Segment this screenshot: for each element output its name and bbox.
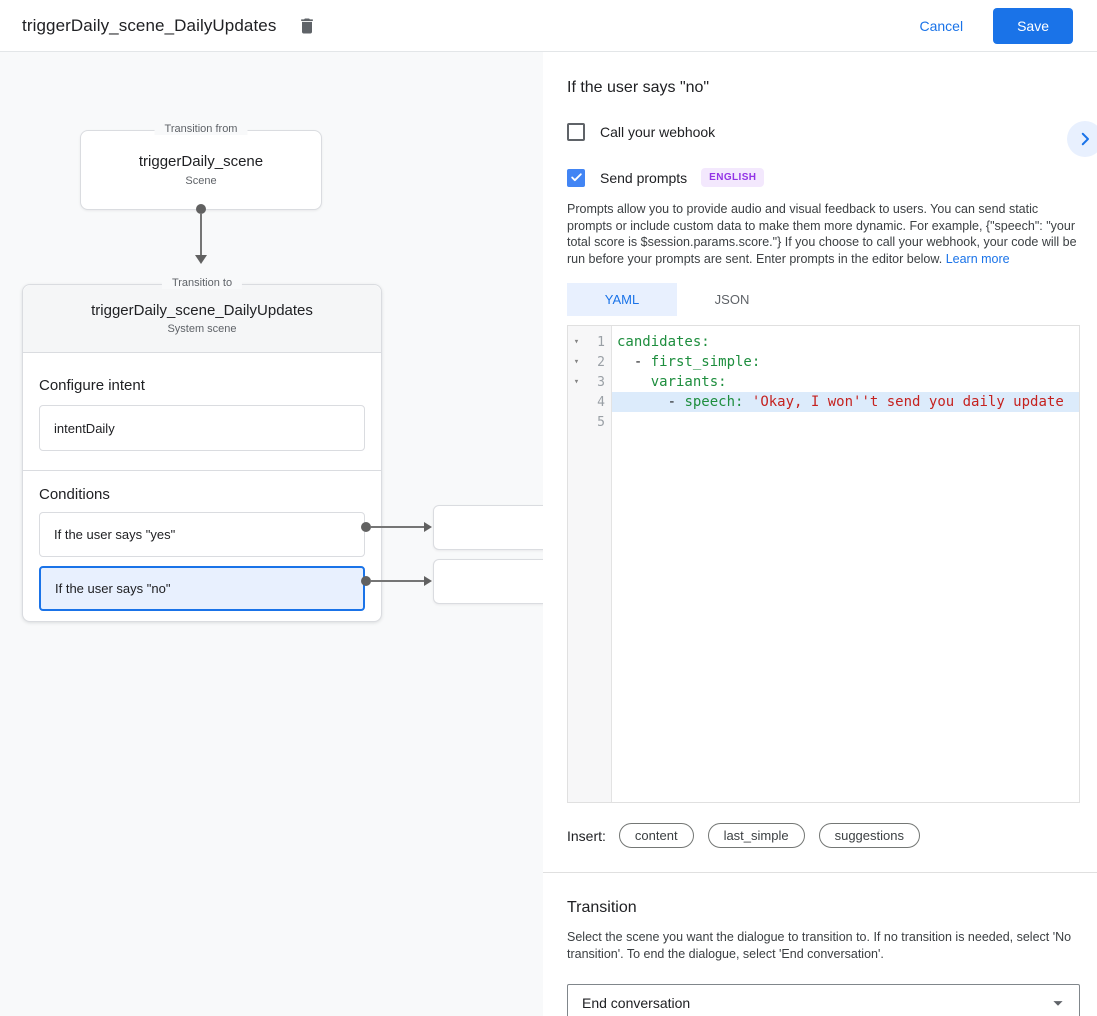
connector-dot xyxy=(361,576,371,586)
transition-description: Select the scene you want the dialogue t… xyxy=(567,930,1072,961)
code-token: candidates: xyxy=(617,334,710,350)
tab-yaml[interactable]: YAML xyxy=(567,283,677,316)
panel-title: If the user says "no" xyxy=(567,79,710,96)
cancel-button[interactable]: Cancel xyxy=(919,17,964,34)
fold-icon[interactable]: ▾ xyxy=(573,357,580,367)
top-bar: triggerDaily_scene_DailyUpdates Cancel S… xyxy=(0,0,1097,52)
insert-suggestions-chip[interactable]: suggestions xyxy=(818,823,920,848)
chevron-right-icon xyxy=(1081,132,1089,146)
code-token: variants: xyxy=(650,374,727,390)
code-line: variants: xyxy=(612,372,1079,392)
language-badge: ENGLISH xyxy=(701,168,765,187)
code-token: first_simple: xyxy=(650,354,761,370)
line-number: 5 xyxy=(597,414,605,430)
fold-icon[interactable]: ▾ xyxy=(573,337,580,347)
code-editor[interactable]: ▾ 1 ▾ 2 ▾ 3 4 xyxy=(567,325,1080,803)
prompts-description-text: Prompts allow you to provide audio and v… xyxy=(567,202,1077,266)
call-webhook-label: Call your webhook xyxy=(600,124,716,140)
transition-section-title: Transition xyxy=(567,899,637,916)
transition-to-card: Transition to triggerDaily_scene_DailyUp… xyxy=(22,277,382,622)
line-number: 4 xyxy=(597,394,605,410)
call-webhook-checkbox[interactable] xyxy=(567,123,585,141)
code-token: - xyxy=(617,354,651,370)
editor-code-area[interactable]: candidates: - first_simple: variants: - … xyxy=(612,326,1079,802)
line-number: 2 xyxy=(597,354,605,370)
code-token: - xyxy=(617,394,685,410)
delete-scene-button[interactable] xyxy=(294,13,320,39)
transition-select-value: End conversation xyxy=(582,995,691,1011)
editor-format-tabs: YAML JSON xyxy=(567,283,1080,316)
collapse-panel-button[interactable] xyxy=(1067,121,1097,157)
condition-item-yes[interactable]: If the user says "yes" xyxy=(39,512,365,557)
tab-json[interactable]: JSON xyxy=(714,292,750,307)
save-button[interactable]: Save xyxy=(993,7,1073,44)
scene-card-header: triggerDaily_scene_DailyUpdates System s… xyxy=(23,285,381,353)
send-prompts-checkbox[interactable] xyxy=(567,168,585,187)
transition-from-legend: Transition from xyxy=(154,123,248,135)
transition-from-card[interactable]: Transition from triggerDaily_scene Scene xyxy=(80,123,322,210)
condition-target-node[interactable] xyxy=(433,505,543,550)
from-scene-name: triggerDaily_scene xyxy=(138,153,264,170)
scene-card-divider xyxy=(23,470,381,471)
editor-gutter: ▾ 1 ▾ 2 ▾ 3 4 xyxy=(568,326,612,802)
intent-item[interactable]: intentDaily xyxy=(39,405,365,451)
scene-diagram-canvas: Transition from triggerDaily_scene Scene… xyxy=(0,52,543,1016)
condition-target-node[interactable] xyxy=(433,559,543,604)
connector-arrowhead xyxy=(195,255,207,264)
code-line xyxy=(612,412,1079,432)
conditions-label: Conditions xyxy=(39,486,110,503)
connector-dot xyxy=(196,204,206,214)
condition-editor-panel: If the user says "no" Call your webhook … xyxy=(543,52,1097,1016)
code-token xyxy=(743,394,751,410)
check-icon xyxy=(570,173,582,182)
prompts-description: Prompts allow you to provide audio and v… xyxy=(567,201,1080,267)
insert-last-simple-chip[interactable]: last_simple xyxy=(707,823,805,848)
from-scene-type: Scene xyxy=(185,175,217,187)
section-divider xyxy=(543,872,1097,873)
code-line-highlighted: - speech: 'Okay, I won''t send you daily… xyxy=(612,392,1079,412)
transition-to-legend: Transition to xyxy=(161,277,243,289)
send-prompts-label: Send prompts xyxy=(600,169,688,186)
learn-more-link[interactable]: Learn more xyxy=(945,251,1010,266)
connector-arrowhead xyxy=(424,522,432,532)
line-number: 3 xyxy=(597,374,605,390)
to-scene-name: triggerDaily_scene_DailyUpdates xyxy=(91,302,313,319)
connector-line xyxy=(371,526,424,528)
code-line: candidates: xyxy=(612,332,1079,352)
caret-down-icon xyxy=(1053,1001,1063,1006)
code-line: - first_simple: xyxy=(612,352,1079,372)
insert-label: Insert: xyxy=(567,827,606,844)
page-title: triggerDaily_scene_DailyUpdates xyxy=(22,15,277,35)
insert-row: Insert: content last_simple suggestions xyxy=(567,823,1080,848)
to-scene-type: System scene xyxy=(167,323,237,335)
connector-arrowhead xyxy=(424,576,432,586)
connector-dot xyxy=(361,522,371,532)
connector-line xyxy=(371,580,424,582)
code-token: speech: xyxy=(684,394,744,410)
transition-select[interactable]: End conversation xyxy=(567,984,1080,1016)
insert-content-chip[interactable]: content xyxy=(618,823,694,848)
connector-line xyxy=(200,214,202,256)
code-token: 'Okay, I won''t send you daily update xyxy=(751,394,1064,410)
code-token xyxy=(617,374,651,390)
configure-intent-label: Configure intent xyxy=(39,377,145,394)
trash-icon xyxy=(301,18,314,33)
fold-icon[interactable]: ▾ xyxy=(573,377,580,387)
line-number: 1 xyxy=(597,334,605,350)
condition-item-no[interactable]: If the user says "no" xyxy=(39,566,365,611)
